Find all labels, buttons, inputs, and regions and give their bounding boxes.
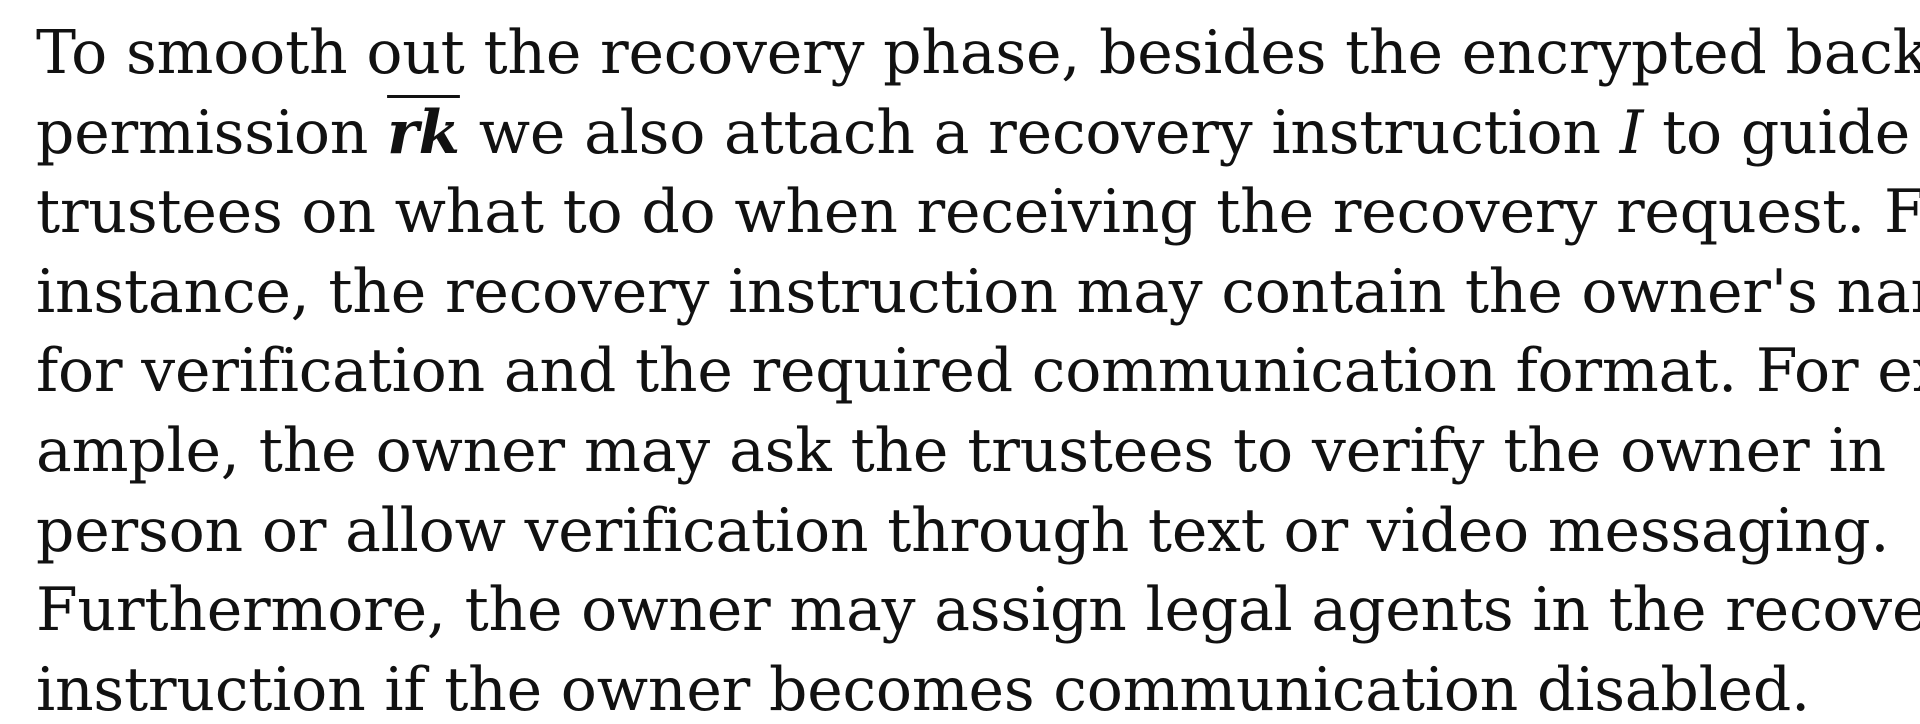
text-segment: permission <box>36 97 388 168</box>
text-line-1: To smooth out the recovery phase, beside… <box>36 18 1920 88</box>
text-line-5: for verification and the required commun… <box>36 336 1920 407</box>
text-line-7: person or allow verification through tex… <box>36 495 1890 566</box>
text-line-6: ample, the owner may ask the trustees to… <box>36 415 1886 486</box>
text-line-3: trustees on what to do when receiving th… <box>36 177 1920 248</box>
text-line-2: permission rk we also attach a recovery … <box>36 94 1910 174</box>
instruction-variable: I <box>1619 97 1644 168</box>
text-line-9: instruction if the owner becomes communi… <box>36 654 1810 724</box>
recovery-instruction-paragraph: To smooth out the recovery phase, beside… <box>36 14 1920 724</box>
text-segment: to guide <box>1643 97 1911 168</box>
text-segment: we also attach a recovery instruction <box>459 97 1620 168</box>
backup-permission-symbol: rk <box>387 97 460 168</box>
text-line-8: Furthermore, the owner may assign legal … <box>36 575 1920 646</box>
text-line-4: instance, the recovery instruction may c… <box>36 256 1920 327</box>
